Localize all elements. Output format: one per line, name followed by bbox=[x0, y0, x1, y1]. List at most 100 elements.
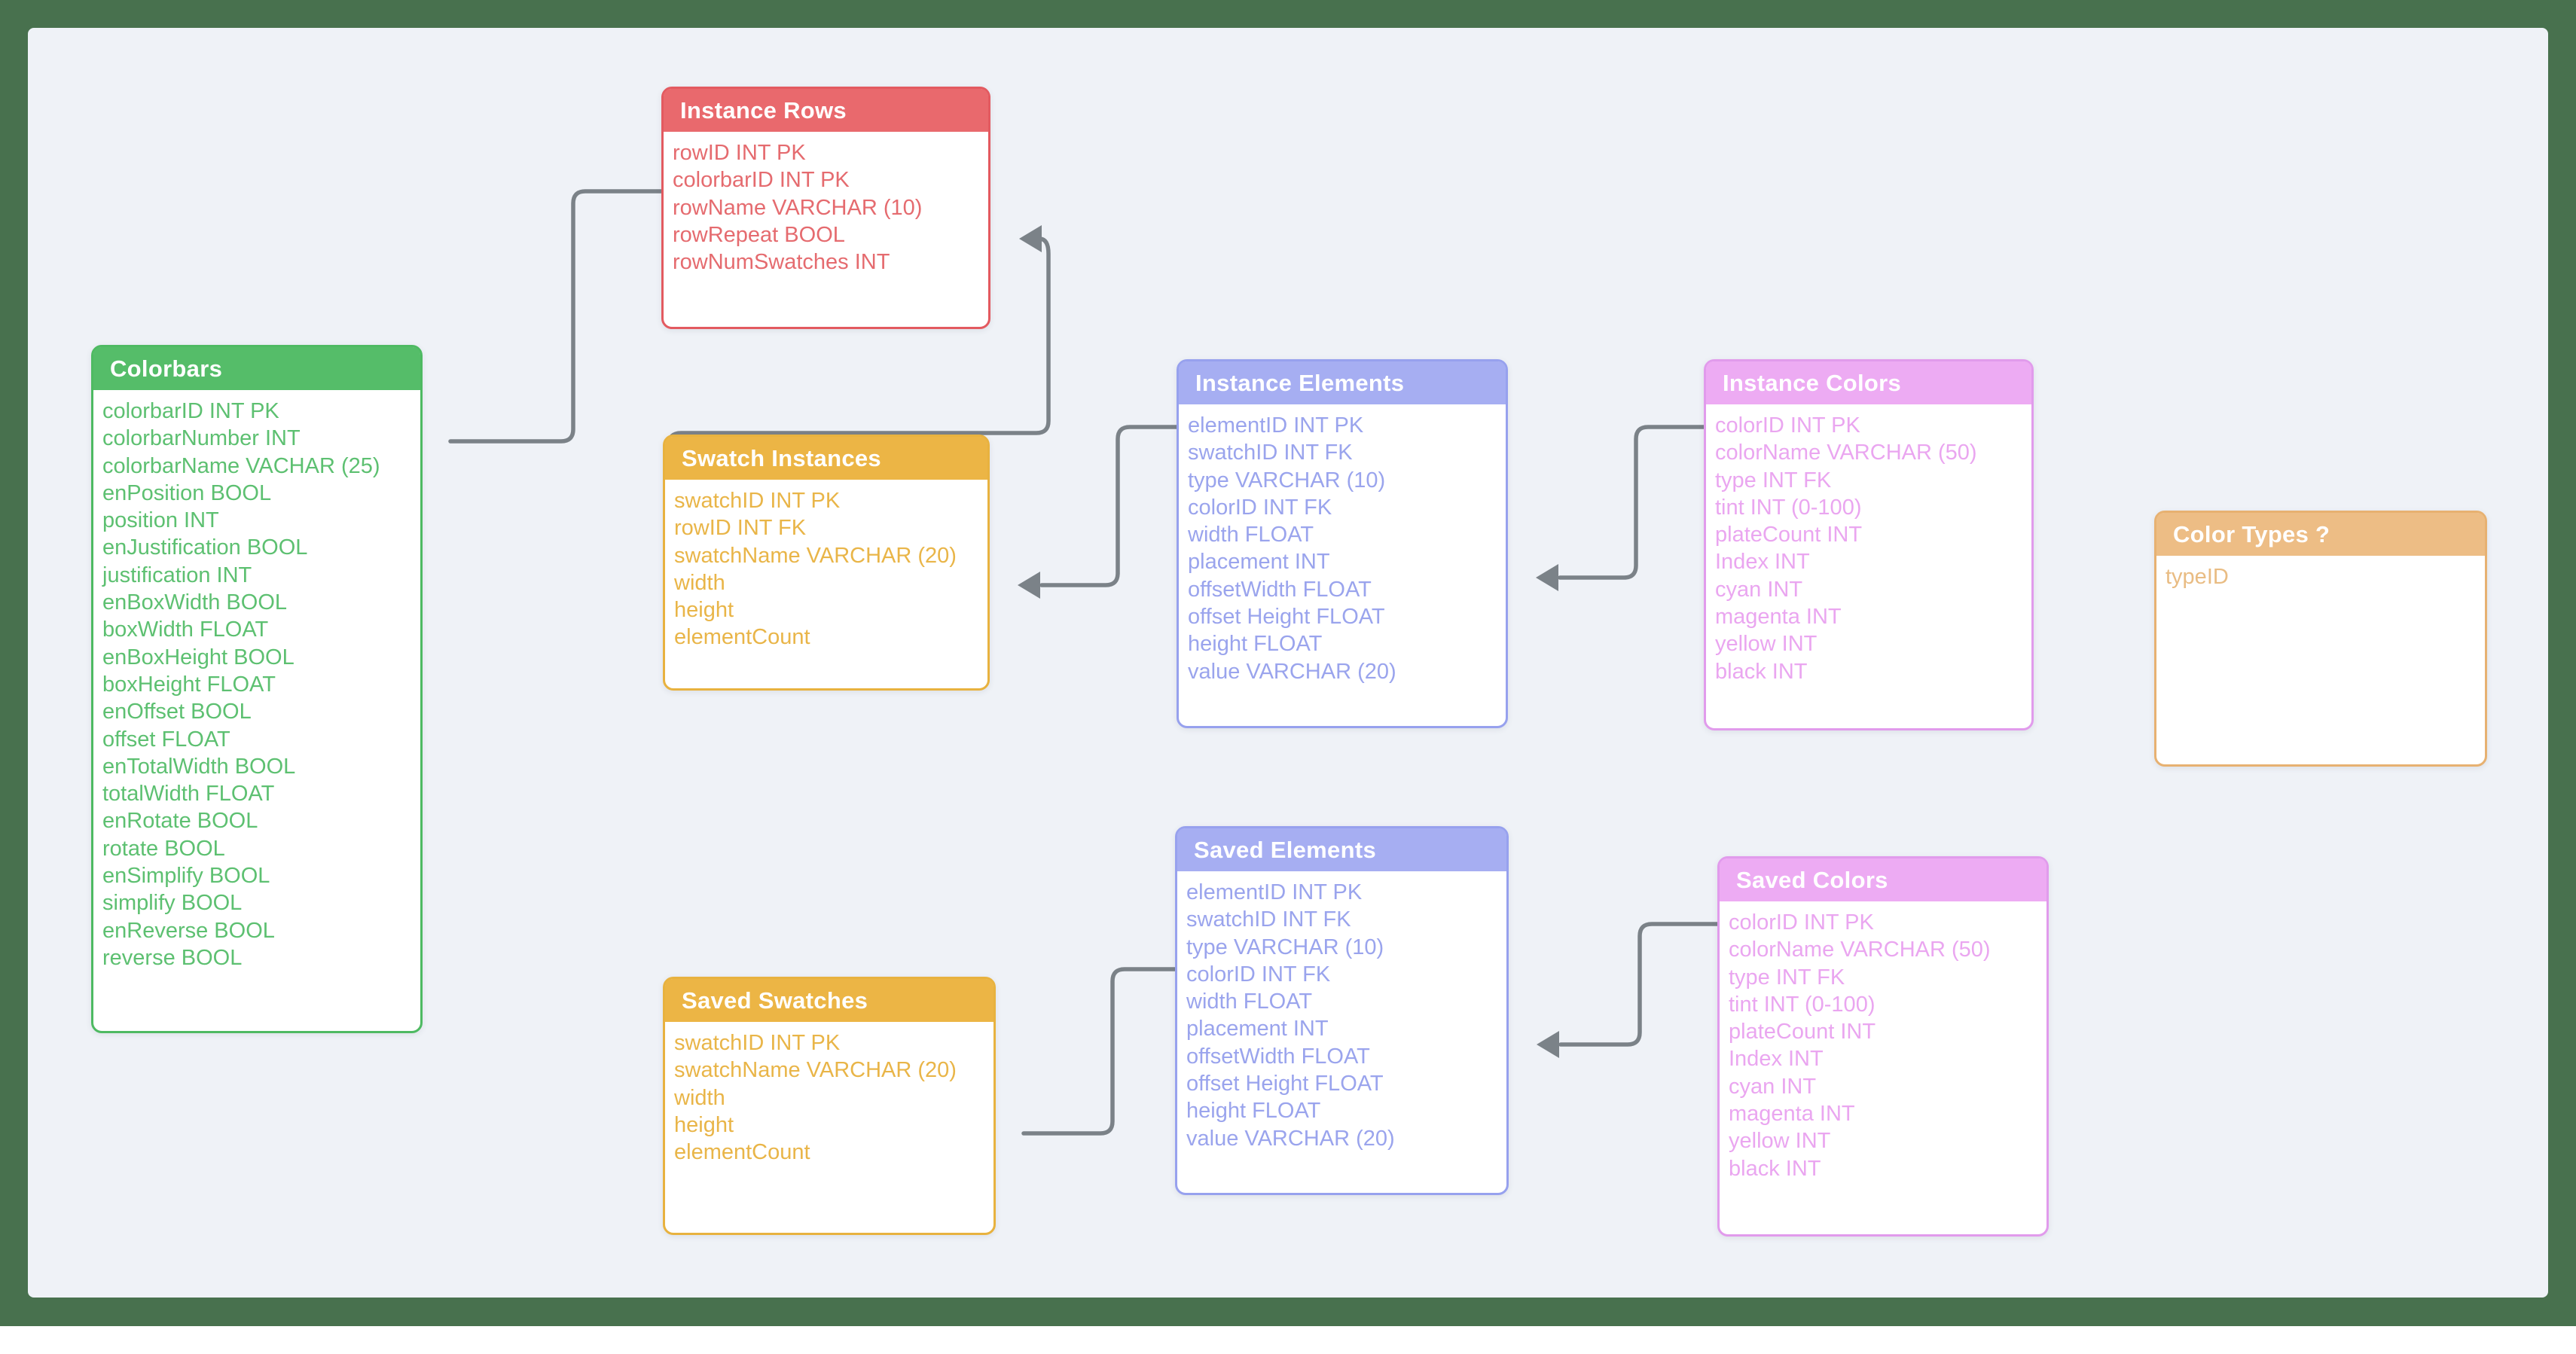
field-row: rotate BOOL bbox=[102, 835, 410, 862]
field-row: enTotalWidth BOOL bbox=[102, 753, 410, 780]
arrowhead-icon bbox=[1018, 572, 1040, 599]
field-row: tint INT (0-100) bbox=[1729, 991, 2036, 1018]
field-row: colorID INT FK bbox=[1188, 494, 1495, 521]
field-row: height FLOAT bbox=[1188, 630, 1495, 657]
table-title-swatch_instances[interactable]: Swatch Instances bbox=[665, 437, 987, 480]
field-row: enRotate BOOL bbox=[102, 807, 410, 834]
field-row: Index INT bbox=[1729, 1045, 2036, 1072]
field-row: elementCount bbox=[674, 624, 977, 651]
field-row: enJustification BOOL bbox=[102, 534, 410, 561]
field-row: width FLOAT bbox=[1186, 988, 1496, 1015]
field-row: colorID INT PK bbox=[1729, 909, 2036, 936]
arrowhead-icon bbox=[1019, 225, 1042, 252]
field-row: plateCount INT bbox=[1729, 1018, 2036, 1045]
connector-line bbox=[450, 191, 668, 441]
field-row: rowID INT PK bbox=[673, 139, 978, 166]
field-row: enReverse BOOL bbox=[102, 917, 410, 944]
field-row: plateCount INT bbox=[1715, 521, 2021, 548]
table-title-saved_elements[interactable]: Saved Elements bbox=[1177, 828, 1506, 871]
field-row: cyan INT bbox=[1715, 576, 2021, 603]
field-row: boxWidth FLOAT bbox=[102, 616, 410, 643]
table-title-saved_colors[interactable]: Saved Colors bbox=[1720, 858, 2046, 901]
connector-saved-colors-to-saved-elements bbox=[1537, 924, 1745, 1058]
field-row: enBoxWidth BOOL bbox=[102, 589, 410, 616]
field-row: colorbarID INT PK bbox=[102, 398, 410, 425]
field-row: enBoxHeight BOOL bbox=[102, 644, 410, 671]
field-row: typeID bbox=[2165, 563, 2474, 590]
field-row: swatchID INT FK bbox=[1188, 439, 1495, 466]
field-row: offset FLOAT bbox=[102, 726, 410, 753]
field-row: totalWidth FLOAT bbox=[102, 780, 410, 807]
field-row: value VARCHAR (20) bbox=[1188, 658, 1495, 685]
table-color-types[interactable]: Color Types ? typeID bbox=[2154, 511, 2487, 767]
field-row: offsetWidth FLOAT bbox=[1186, 1043, 1496, 1070]
field-row: colorbarName VACHAR (25) bbox=[102, 453, 410, 480]
field-row: cyan INT bbox=[1729, 1073, 2036, 1100]
field-row: rowNumSwatches INT bbox=[673, 249, 978, 276]
table-title-instance_rows[interactable]: Instance Rows bbox=[664, 89, 988, 132]
field-row: type VARCHAR (10) bbox=[1186, 934, 1496, 961]
table-title-color_types[interactable]: Color Types ? bbox=[2156, 513, 2485, 556]
field-row: rowName VARCHAR (10) bbox=[673, 194, 978, 221]
field-row: colorbarID INT PK bbox=[673, 166, 978, 194]
field-row: placement INT bbox=[1188, 548, 1495, 575]
field-row: colorID INT PK bbox=[1715, 412, 2021, 439]
field-row: swatchID INT PK bbox=[674, 487, 977, 514]
field-row: justification INT bbox=[102, 562, 410, 589]
field-row: type INT FK bbox=[1729, 964, 2036, 991]
field-row: width FLOAT bbox=[1188, 521, 1495, 548]
field-row: swatchID INT PK bbox=[674, 1029, 983, 1057]
field-row: offset Height FLOAT bbox=[1186, 1070, 1496, 1097]
field-row: height FLOAT bbox=[1186, 1097, 1496, 1124]
field-row: yellow INT bbox=[1715, 630, 2021, 657]
arrowhead-icon bbox=[1536, 564, 1558, 591]
field-row: enSimplify BOOL bbox=[102, 862, 410, 889]
table-title-instance_elements[interactable]: Instance Elements bbox=[1179, 361, 1506, 404]
field-row: offsetWidth FLOAT bbox=[1188, 576, 1495, 603]
table-title-instance_colors[interactable]: Instance Colors bbox=[1706, 361, 2031, 404]
table-title-saved_swatches[interactable]: Saved Swatches bbox=[665, 979, 993, 1022]
field-row: enOffset BOOL bbox=[102, 698, 410, 725]
field-row: width bbox=[674, 569, 977, 596]
field-row: Index INT bbox=[1715, 548, 2021, 575]
field-row: elementCount bbox=[674, 1139, 983, 1166]
field-row: colorID INT FK bbox=[1186, 961, 1496, 988]
field-row: boxHeight FLOAT bbox=[102, 671, 410, 698]
field-row: position INT bbox=[102, 507, 410, 534]
table-title-colorbars[interactable]: Colorbars bbox=[93, 347, 420, 390]
field-row: tint INT (0-100) bbox=[1715, 494, 2021, 521]
field-row: type INT FK bbox=[1715, 467, 2021, 494]
field-row: value VARCHAR (20) bbox=[1186, 1125, 1496, 1152]
field-row: black INT bbox=[1729, 1155, 2036, 1182]
field-row: type VARCHAR (10) bbox=[1188, 467, 1495, 494]
field-row: rowRepeat BOOL bbox=[673, 221, 978, 249]
field-row: magenta INT bbox=[1729, 1100, 2036, 1127]
field-row: swatchName VARCHAR (20) bbox=[674, 1057, 983, 1084]
field-row: offset Height FLOAT bbox=[1188, 603, 1495, 630]
field-row: colorName VARCHAR (50) bbox=[1715, 439, 2021, 466]
arrowhead-icon bbox=[1537, 1031, 1559, 1058]
field-row: colorName VARCHAR (50) bbox=[1729, 936, 2036, 963]
table-body-color_types: typeID bbox=[2156, 556, 2485, 590]
field-row: reverse BOOL bbox=[102, 944, 410, 971]
connector-colorbars-to-instance-rows bbox=[450, 178, 689, 441]
connector-line bbox=[1024, 969, 1182, 1133]
field-row: colorbarNumber INT bbox=[102, 425, 410, 452]
field-row: placement INT bbox=[1186, 1015, 1496, 1042]
